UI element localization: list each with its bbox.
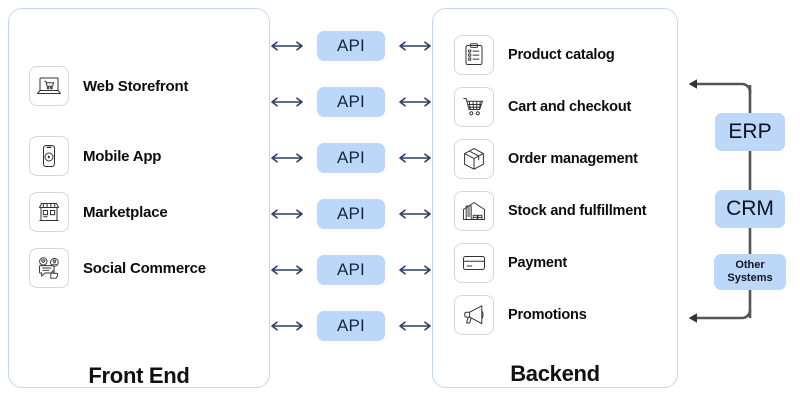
double-headed-arrow-icon [271,265,303,275]
double-headed-arrow-icon [399,41,431,51]
laptop-cart-icon [29,66,69,106]
backend-item-cart-and-checkout[interactable]: Cart and checkout [454,87,631,127]
backend-panel: Product catalog Cart and checkout [432,8,678,388]
external-system-other-systems[interactable]: Other Systems [714,254,786,290]
backend-item-promotions[interactable]: Promotions [454,295,587,335]
double-headed-arrow-icon [271,41,303,51]
shopping-cart-icon [454,87,494,127]
external-system-crm[interactable]: CRM [715,190,785,228]
double-headed-arrow-icon [399,209,431,219]
megaphone-icon [454,295,494,335]
frontend-item-social-commerce[interactable]: Social Commerce [29,248,206,288]
credit-card-icon [454,243,494,283]
external-system-label-line1: Other [735,259,765,271]
backend-panel-title: Backend [510,361,600,386]
frontend-item-web-storefront[interactable]: Web Storefront [29,66,188,106]
backend-item-label: Promotions [508,307,587,323]
api-chip[interactable]: API [317,311,385,341]
arrow-left-icon [688,313,697,323]
api-chip[interactable]: API [317,255,385,285]
api-connector-row-4: API [270,199,432,229]
backend-item-payment[interactable]: Payment [454,243,567,283]
external-system-label-line2: Systems [727,272,773,284]
double-headed-arrow-icon [399,153,431,163]
frontend-item-mobile-app[interactable]: Mobile App [29,136,161,176]
double-headed-arrow-icon [271,321,303,331]
external-system-label: ERP [728,120,772,143]
frontend-panel-title: Front End [88,363,190,388]
mobile-phone-play-icon [29,136,69,176]
api-connector-row-2: API [270,87,432,117]
api-chip[interactable]: API [317,199,385,229]
chat-social-thumbsup-icon [29,248,69,288]
double-headed-arrow-icon [271,97,303,107]
backend-item-label: Cart and checkout [508,99,632,115]
api-chip[interactable]: API [317,143,385,173]
external-system-label: CRM [726,197,774,220]
storefront-awning-icon [29,192,69,232]
backend-item-label: Order management [508,151,638,167]
backend-item-label: Product catalog [508,47,615,63]
box-cube-icon [454,139,494,179]
api-connector-row-6: API [270,311,432,341]
double-headed-arrow-icon [271,209,303,219]
api-connector-row-3: API [270,143,432,173]
frontend-item-label: Mobile App [83,147,162,165]
frontend-item-marketplace[interactable]: Marketplace [29,192,168,232]
frontend-panel: Web Storefront Mobile App [8,8,270,388]
double-headed-arrow-icon [399,321,431,331]
backend-item-label: Stock and fulfillment [508,203,647,219]
api-chip[interactable]: API [317,87,385,117]
double-headed-arrow-icon [399,265,431,275]
backend-item-label: Payment [508,255,568,271]
arrow-left-icon [688,79,697,89]
external-system-erp[interactable]: ERP [715,113,785,151]
frontend-item-label: Web Storefront [83,77,189,95]
frontend-item-label: Social Commerce [83,259,206,277]
warehouse-icon [454,191,494,231]
frontend-item-label: Marketplace [83,203,168,221]
backend-item-stock-and-fulfillment[interactable]: Stock and fulfillment [454,191,647,231]
backend-item-product-catalog[interactable]: Product catalog [454,35,615,75]
clipboard-checklist-icon [454,35,494,75]
double-headed-arrow-icon [271,153,303,163]
api-chip[interactable]: API [317,31,385,61]
backend-item-order-management[interactable]: Order management [454,139,638,179]
double-headed-arrow-icon [399,97,431,107]
api-connector-row-1: API [270,31,432,61]
api-connector-row-5: API [270,255,432,285]
